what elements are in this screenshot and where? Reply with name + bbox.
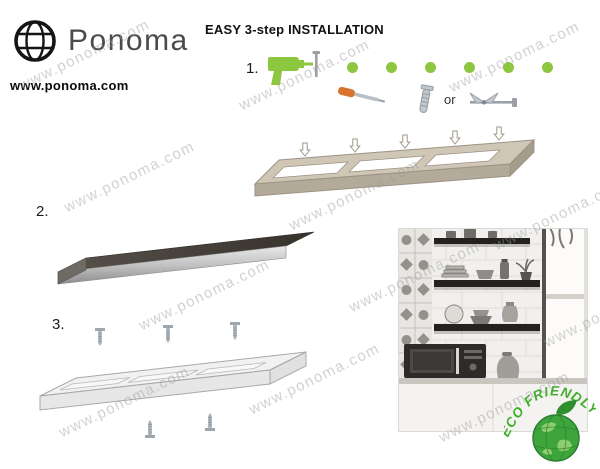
green-dot (425, 62, 436, 73)
watermark: www.ponoma.com (446, 17, 583, 97)
brand-website: www.ponoma.com (10, 78, 129, 93)
or-label: or (444, 92, 456, 107)
step-1-label: 1. (246, 60, 259, 77)
green-dot (503, 62, 514, 73)
eco-friendly-badge: ECO FRIENDLY (504, 383, 596, 462)
shelf-screws-illustration (39, 322, 307, 439)
green-dot (542, 62, 553, 73)
brand-name: Ponoma (68, 24, 189, 57)
toggle-bolt-icon (469, 92, 517, 107)
green-dot (347, 62, 358, 73)
watermark: www.ponoma.com (61, 137, 198, 217)
brand-logo: Ponoma (12, 18, 189, 64)
mounting-frame-illustration (253, 126, 536, 197)
step-3-label: 3. (52, 316, 65, 333)
page-title: EASY 3-step INSTALLATION (205, 22, 384, 37)
globe-logo-icon (14, 20, 56, 62)
green-dot (464, 62, 475, 73)
step-2-label: 2. (36, 203, 49, 220)
screwdriver-icon (338, 86, 386, 103)
green-dot (386, 62, 397, 73)
leaf-icon (556, 400, 577, 415)
eco-globe-icon (532, 400, 580, 462)
drill-icon (268, 51, 320, 85)
wall-anchor-icon (419, 84, 434, 113)
step-dots (347, 62, 553, 73)
shelf-illustration (57, 231, 315, 285)
